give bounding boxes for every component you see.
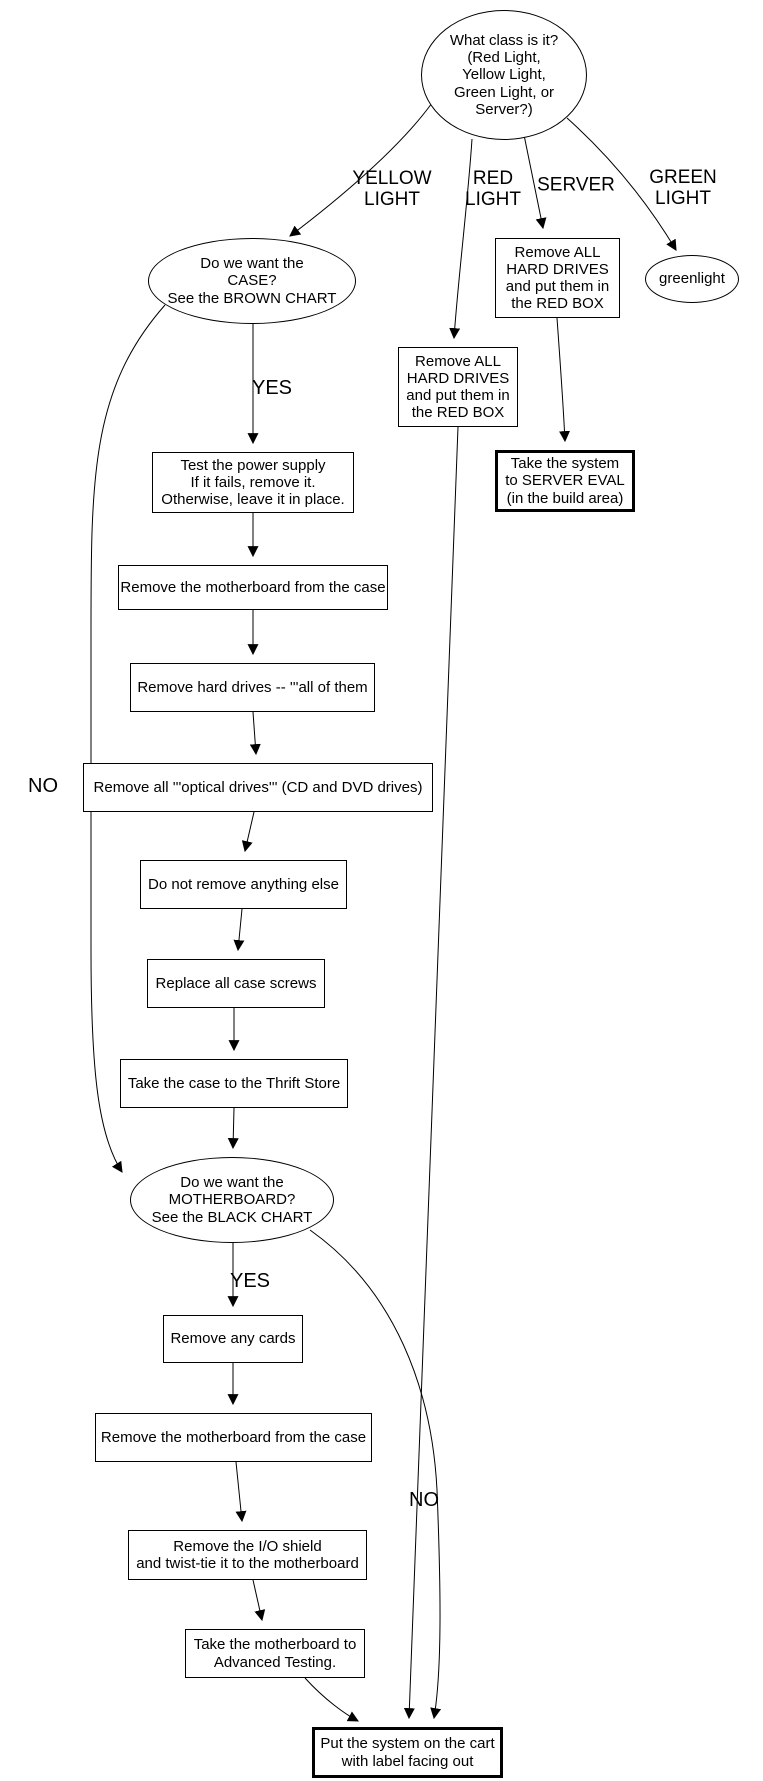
edge-thrift-to-mobo-q — [227, 1107, 239, 1150]
node-advanced-testing: Take the motherboard to Advanced Testing… — [185, 1629, 365, 1678]
node-mobo-question: Do we want the MOTHERBOARD? See the BLAC… — [130, 1157, 334, 1243]
node-server-remove-drives: Remove ALL HARD DRIVES and put them in t… — [495, 238, 620, 318]
edge-hdd-to-optical — [249, 711, 261, 756]
edge-server-to-eval — [556, 317, 571, 443]
edge-optical-to-nothing — [241, 811, 255, 853]
edge-redbox-to-cart — [403, 426, 459, 1720]
edge-case-no — [90, 304, 166, 1173]
node-do-not-remove: Do not remove anything else — [140, 860, 347, 909]
node-replace-screws: Replace all case screws — [147, 959, 325, 1008]
edge-label-server: SERVER — [537, 174, 615, 196]
edge-mobo2-to-ioshield — [235, 1461, 247, 1523]
edge-advtest-to-cart — [304, 1677, 359, 1722]
edge-label-red-light: RED LIGHT — [465, 168, 521, 210]
edge-label-yes-mobo: YES — [229, 1270, 271, 1292]
node-class-question: What class is it? (Red Light, Yellow Lig… — [421, 10, 587, 140]
edge-label-no-case: NO — [28, 775, 58, 797]
node-remove-mobo-2: Remove the motherboard from the case — [95, 1413, 372, 1462]
edge-label-yes-case: YES — [251, 377, 293, 399]
node-greenlight: greenlight — [645, 255, 739, 303]
node-server-eval: Take the system to SERVER EVAL (in the b… — [495, 450, 635, 512]
node-io-shield: Remove the I/O shield and twist-tie it t… — [128, 1530, 367, 1580]
edge-ioshield-to-advtest — [252, 1579, 266, 1622]
node-test-psu: Test the power supply If it fails, remov… — [152, 452, 354, 513]
node-cart: Put the system on the cart with label fa… — [312, 1727, 503, 1778]
node-thrift-store: Take the case to the Thrift Store — [120, 1059, 348, 1108]
edge-label-yellow-light: YELLOW LIGHT — [352, 168, 432, 210]
edge-label-no-mobo: NO — [409, 1489, 439, 1511]
node-remove-mobo-1: Remove the motherboard from the case — [118, 565, 388, 610]
node-red-remove-drives: Remove ALL HARD DRIVES and put them in t… — [398, 347, 518, 427]
node-remove-cards: Remove any cards — [163, 1315, 303, 1363]
node-case-question: Do we want the CASE? See the BROWN CHART — [148, 238, 356, 324]
node-remove-optical: Remove all '''optical drives''' (CD and … — [83, 763, 433, 812]
edge-label-green-light: GREEN LIGHT — [649, 167, 717, 209]
node-remove-hdd: Remove hard drives -- '''all of them — [130, 663, 375, 712]
edge-nothing-to-screws — [233, 908, 245, 952]
